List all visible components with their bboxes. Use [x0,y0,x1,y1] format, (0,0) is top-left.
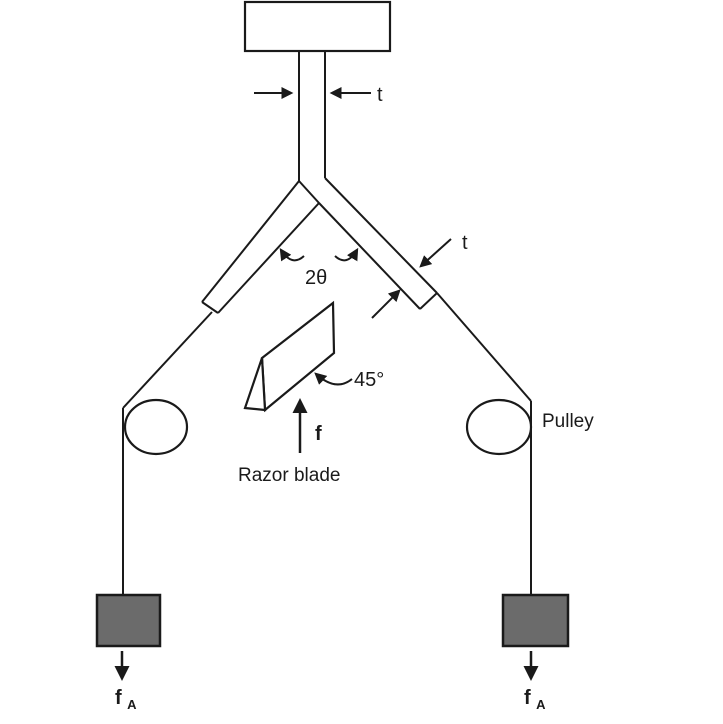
left-weight [95,593,162,648]
left-leg-end-cap [201,301,219,314]
right-pulley-assembly: Pulley [436,292,594,596]
leg-thickness-arrow-lower [371,289,401,319]
left-leg [201,180,320,314]
leg-thickness-arrow-upper [419,238,452,268]
right-leg-inner-edge [318,202,421,310]
blade-force-label: f [315,423,322,445]
leg-thickness-annotation: t [371,232,468,319]
right-weight-assembly: f A [501,593,570,712]
left-weight-assembly: f A [95,593,162,712]
left-weight-force-label: f A [115,687,137,712]
cut-tip-edge [298,180,320,204]
leg-angle-annotation: 2θ [279,247,359,289]
pulley-label: Pulley [542,411,594,432]
blade-angle-label: 45° [354,369,384,391]
left-string [122,311,213,409]
angle-arrow-right [334,247,359,262]
right-pulley [465,398,533,456]
leg-angle-label: 2θ [305,267,327,289]
blade-body [260,300,336,413]
right-leg [318,177,438,310]
blade-angle-arrow [314,372,353,386]
strip-thickness-label: t [377,84,383,106]
blade-angle-annotation: 45° [314,369,384,391]
left-pulley [123,398,189,456]
right-leg-outer-edge [324,177,438,294]
right-leg-end-cap [419,292,438,310]
specimen-strip [298,51,326,204]
blade-force-annotation: f [292,398,322,453]
left-leg-outer-edge [201,180,300,303]
clamp-block [243,0,392,53]
angle-arrow-left [279,247,305,262]
right-weight-force-label: f A [524,687,546,712]
blade-edge-wedge [243,357,267,412]
right-weight [501,593,570,648]
razor-blade-caption: Razor blade [238,465,340,486]
left-leg-inner-edge [217,202,320,314]
right-string [436,292,532,402]
razor-blade [243,300,336,413]
strip-thickness-annotation: t [254,84,383,106]
left-pulley-assembly [122,311,213,596]
leg-thickness-label: t [462,232,468,254]
